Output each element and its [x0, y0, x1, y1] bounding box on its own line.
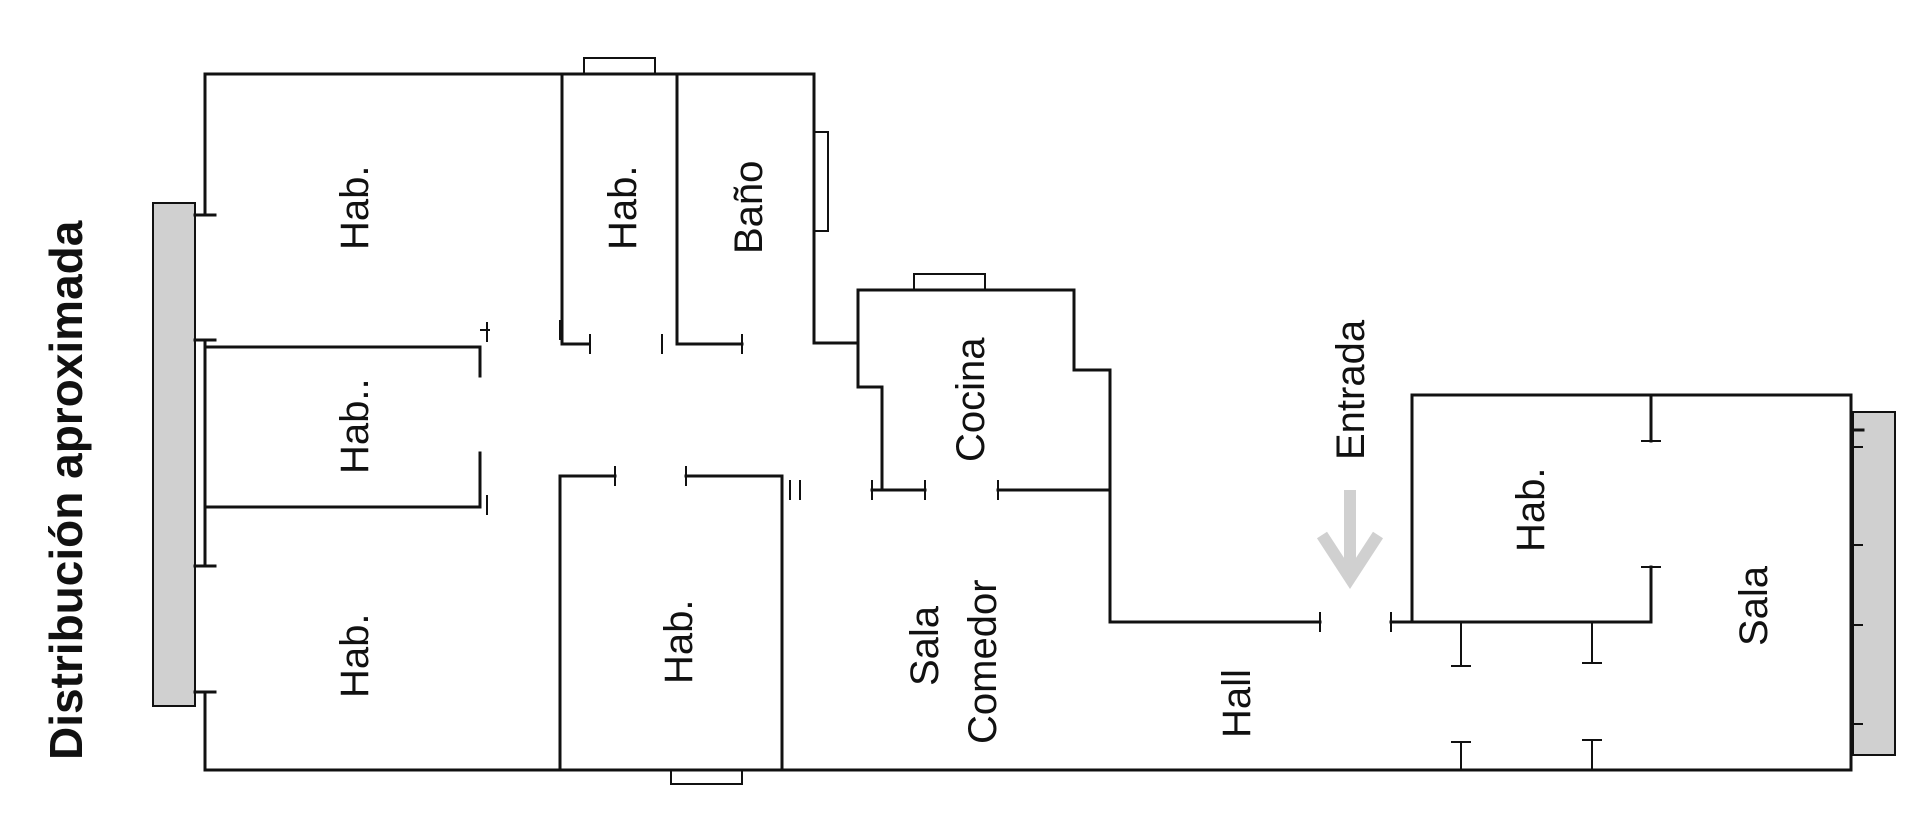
room-label-comedor: Comedor — [961, 579, 1005, 744]
balcony-right — [1852, 411, 1896, 756]
room-label-hab-top-left: Hab. — [333, 166, 377, 251]
room-label-cocina: Cocina — [949, 337, 993, 462]
walls — [193, 72, 1865, 772]
door-ticks — [480, 320, 1863, 770]
room-label-hab-right: Hab. — [1509, 468, 1553, 553]
window-bano — [813, 131, 829, 232]
room-label-hab-middle: Hab.. — [333, 378, 377, 474]
window-cocina — [913, 273, 986, 291]
window-bottom — [670, 769, 743, 785]
room-label-hall: Hall — [1215, 669, 1259, 738]
entry-arrow-icon — [1316, 490, 1384, 589]
room-label-hab-bottom-center: Hab. — [657, 600, 701, 685]
window-top — [583, 57, 656, 75]
room-label-bano: Baño — [727, 161, 771, 254]
room-label-hab-bottom-left: Hab. — [333, 614, 377, 699]
plan-title: Distribución aproximada — [40, 220, 92, 760]
balcony-left — [152, 202, 196, 707]
room-label-entrada: Entrada — [1329, 319, 1373, 460]
room-label-sala: Sala — [903, 605, 947, 686]
room-label-hab-small: Hab. — [601, 166, 645, 251]
room-label-sala-right: Sala — [1732, 565, 1776, 646]
